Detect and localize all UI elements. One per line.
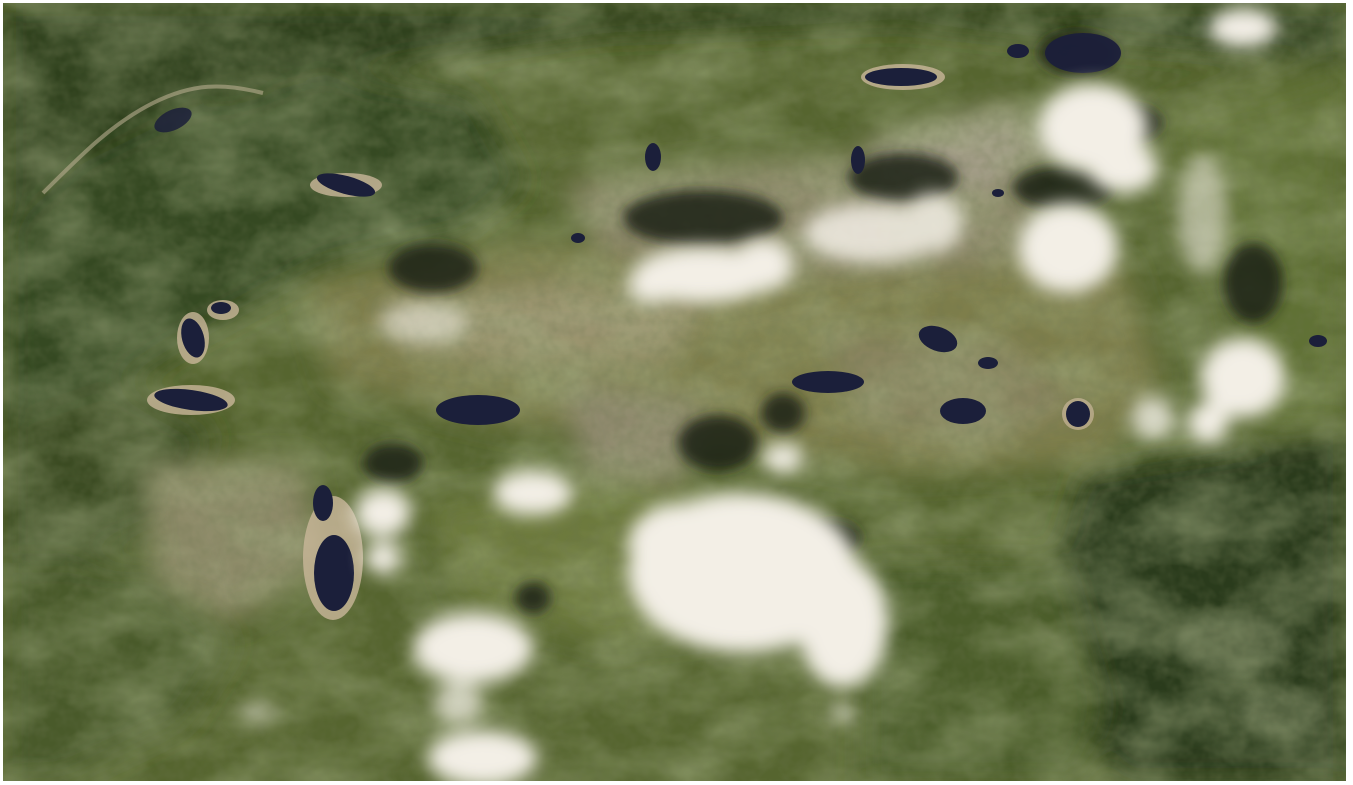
lake [571,233,585,243]
lakes [147,33,1327,620]
lake [1062,398,1094,430]
cloud [628,444,888,721]
lake [645,143,661,171]
lake [436,395,520,425]
lake [310,173,382,197]
cloud [355,471,573,574]
lake [207,300,239,320]
lake [1007,44,1029,58]
settlement-area [1173,613,1328,738]
lake [861,64,945,90]
valley-road [41,84,264,195]
terrain-svg [3,3,1346,781]
lake [1309,335,1327,347]
clouds [238,8,1285,781]
lake [851,146,865,174]
lake [940,398,986,424]
lake [177,312,209,364]
cloud [628,239,793,303]
lake [147,385,235,415]
lake [154,107,192,133]
cloud [1018,8,1278,293]
lake [1045,33,1121,73]
lake [303,485,363,620]
cloud [238,153,1228,723]
cloud [413,613,538,781]
lake [792,371,864,393]
lake [992,189,1004,197]
cloud [803,193,963,263]
lake [978,357,998,369]
aerial-terrain-image [3,3,1346,781]
lake [918,325,958,353]
cloud [1131,338,1285,443]
